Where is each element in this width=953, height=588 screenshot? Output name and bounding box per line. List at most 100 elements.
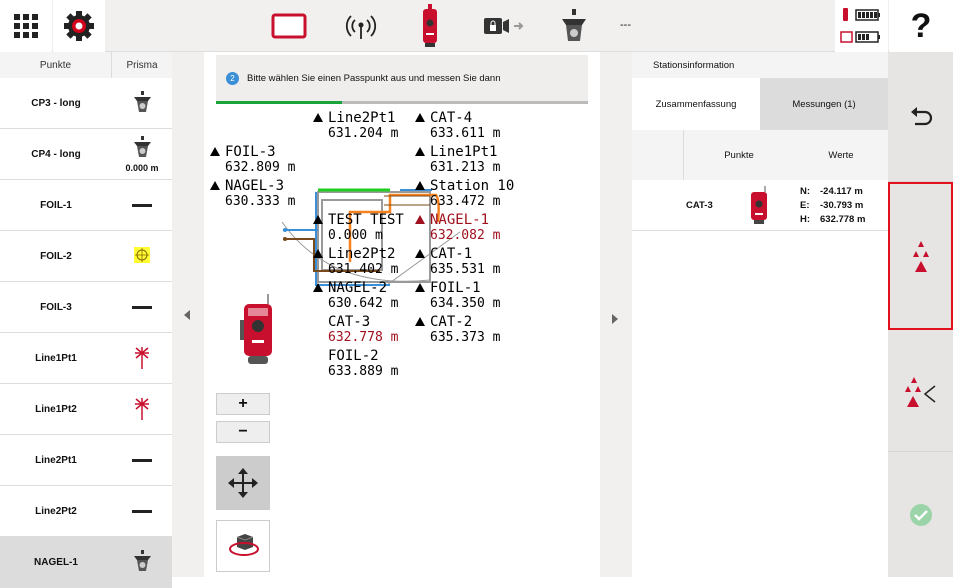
target-icon [132, 245, 152, 268]
point-label: Station 10 [430, 178, 514, 194]
confirm-button[interactable] [888, 452, 953, 577]
point-marker[interactable] [210, 147, 220, 156]
point-height: 635.373 m [430, 330, 501, 345]
reflectorless-icon [134, 345, 150, 372]
rotate-view-button[interactable] [216, 520, 270, 572]
point-marker[interactable] [415, 147, 425, 156]
point-height: 0.000 m [328, 228, 383, 243]
point-row[interactable]: FOIL-3 [0, 282, 172, 333]
station-info-title: Stationsinformation [632, 52, 888, 78]
prism-button[interactable] [556, 8, 592, 44]
measure-angle-button[interactable] [888, 330, 953, 452]
camera-lock-icon [484, 18, 524, 34]
expand-right-arrow-icon[interactable] [612, 314, 618, 324]
tab-measurements[interactable]: Messungen (1) [760, 78, 888, 130]
point-row[interactable]: Line1Pt2 [0, 384, 172, 435]
collapse-left-arrow-icon[interactable] [184, 310, 190, 320]
map-left-strip [172, 52, 204, 577]
point-name: Line1Pt1 [35, 352, 77, 364]
action-sidebar [888, 52, 953, 577]
back-button[interactable] [888, 52, 953, 182]
point-row[interactable]: FOIL-2 [0, 231, 172, 282]
battery-status [835, 0, 888, 52]
point-height: 630.642 m [328, 296, 399, 311]
prism-icon [132, 549, 152, 575]
point-label: NAGEL-3 [225, 178, 284, 194]
progress-bar [216, 101, 588, 104]
point-label: FOIL-2 [328, 348, 379, 364]
foil-icon [132, 200, 152, 211]
point-name: Line2Pt2 [35, 505, 77, 517]
foil-icon [132, 455, 152, 466]
prism-icon [132, 135, 152, 161]
reflectorless-icon [134, 396, 150, 423]
radio-button[interactable] [342, 8, 380, 44]
table-row[interactable]: CAT-3 N:-24.117 m E:-30.793 m H:632.778 … [632, 180, 888, 231]
point-name: CAT-3 [686, 200, 713, 211]
point-label: NAGEL-2 [328, 280, 387, 296]
point-label: Line2Pt2 [328, 246, 395, 262]
settings-button[interactable] [53, 0, 105, 52]
square-icon [271, 13, 307, 39]
table-header: Punkte Werte [632, 130, 888, 180]
point-marker[interactable] [415, 317, 425, 326]
point-name: Line1Pt2 [35, 403, 77, 415]
point-label: Line1Pt1 [430, 144, 497, 160]
point-marker[interactable] [415, 215, 425, 224]
col-prism: Prisma [126, 59, 158, 71]
point-height: 634.350 m [430, 296, 501, 311]
grid-icon [14, 14, 38, 38]
point-marker[interactable] [415, 283, 425, 292]
point-height: 633.472 m [430, 194, 501, 209]
point-row[interactable]: Line1Pt1 [0, 333, 172, 384]
col-points: Punkte [0, 52, 112, 78]
point-marker[interactable] [415, 181, 425, 190]
screen-mode-button[interactable] [270, 8, 308, 44]
point-row[interactable]: Line2Pt1 [0, 435, 172, 486]
measure-targets-icon [912, 241, 929, 272]
measure-point-button[interactable] [888, 182, 953, 330]
point-height: 631.402 m [328, 262, 399, 277]
point-name: FOIL-1 [40, 199, 72, 211]
point-height: 631.213 m [430, 160, 501, 175]
point-name: CP4 - long [31, 148, 81, 160]
point-label: FOIL-3 [225, 144, 276, 160]
point-marker[interactable] [313, 215, 323, 224]
point-marker[interactable] [313, 283, 323, 292]
rotate-cube-icon [229, 534, 259, 556]
status-text: --- [620, 19, 631, 31]
point-name: FOIL-2 [40, 250, 72, 262]
zoom-out-button[interactable]: − [216, 421, 270, 443]
camera-button[interactable] [484, 8, 528, 44]
zoom-in-button[interactable]: + [216, 393, 270, 415]
pan-mode-button[interactable] [216, 456, 270, 510]
point-row[interactable]: NAGEL-1 [0, 537, 172, 588]
point-marker[interactable] [210, 181, 220, 190]
e-label: E: [800, 200, 810, 211]
point-height: 635.531 m [430, 262, 501, 277]
point-row[interactable]: FOIL-1 [0, 180, 172, 231]
point-height: 631.204 m [328, 126, 399, 141]
targets-angle-icon [904, 376, 935, 407]
point-marker[interactable] [415, 249, 425, 258]
apps-menu-button[interactable] [0, 0, 52, 52]
prism-icon [562, 9, 586, 41]
point-row[interactable]: CP3 - long [0, 78, 172, 129]
prism-value: 0.000 m [125, 162, 159, 173]
col-values: Werte [828, 149, 854, 161]
point-name: Line2Pt1 [35, 454, 77, 466]
instrument-button[interactable] [415, 2, 445, 50]
col-points: Punkte [724, 149, 754, 161]
point-label: CAT-1 [430, 246, 472, 262]
point-marker[interactable] [313, 113, 323, 122]
instruction-text: Bitte wählen Sie einen Passpunkt aus und… [247, 72, 501, 84]
point-marker[interactable] [313, 249, 323, 258]
point-row[interactable]: Line2Pt2 [0, 486, 172, 537]
tab-summary[interactable]: Zusammenfassung [632, 78, 760, 130]
point-marker[interactable] [415, 113, 425, 122]
help-button[interactable]: ? [889, 0, 953, 52]
point-row[interactable]: CP4 - long 0.000 m [0, 129, 172, 180]
